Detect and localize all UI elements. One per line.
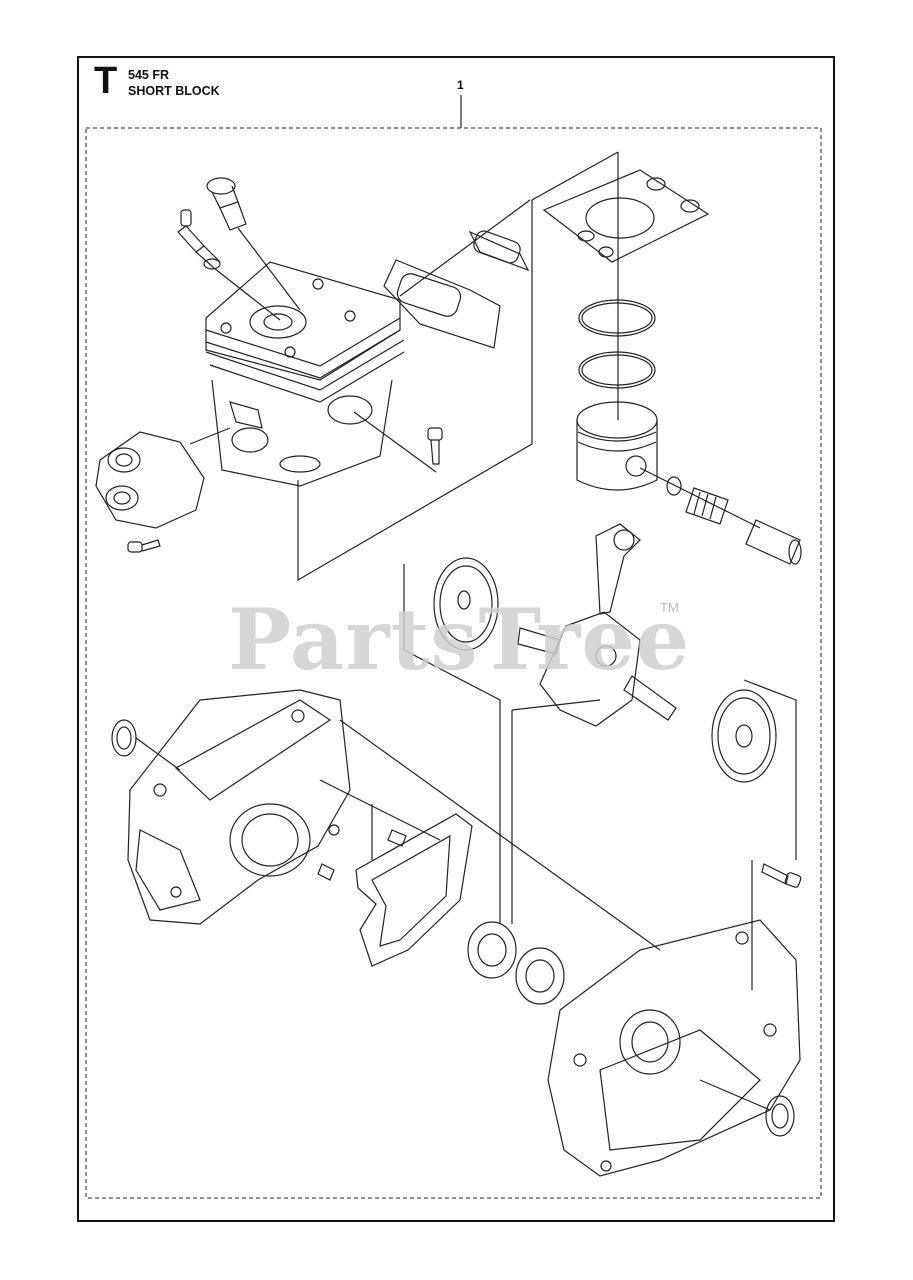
leader-line bbox=[353, 411, 437, 473]
leader-line bbox=[339, 719, 661, 951]
leader-line bbox=[743, 679, 797, 860]
crankcase-right[interactable] bbox=[547, 919, 801, 1177]
needle-bearing[interactable] bbox=[685, 487, 729, 525]
piston-ring-upper[interactable] bbox=[578, 299, 656, 337]
model-label: 545 FR bbox=[128, 68, 169, 82]
callout-number[interactable]: 1 bbox=[457, 78, 464, 92]
exhaust-gasket[interactable] bbox=[468, 229, 530, 272]
piston-circlip[interactable] bbox=[666, 476, 682, 496]
leader-line bbox=[699, 1079, 771, 1111]
decompression-valve[interactable] bbox=[206, 177, 247, 231]
flange-screw[interactable] bbox=[127, 539, 161, 553]
intake-manifold[interactable] bbox=[95, 431, 205, 529]
leader-line bbox=[237, 227, 301, 311]
leader-line bbox=[511, 699, 601, 924]
watermark: PartsTree bbox=[228, 590, 691, 689]
diagram-title: SHORT BLOCK bbox=[128, 84, 220, 98]
crank-washer-right[interactable] bbox=[711, 689, 777, 783]
guide-pin[interactable] bbox=[317, 863, 335, 881]
page-frame bbox=[77, 56, 835, 1222]
leader-line bbox=[639, 467, 761, 529]
leader-line bbox=[297, 151, 619, 582]
piston[interactable] bbox=[576, 401, 658, 491]
main-bearing[interactable] bbox=[467, 921, 517, 979]
guide-pin[interactable] bbox=[387, 829, 407, 847]
leader-line bbox=[403, 564, 501, 924]
piston-pin[interactable] bbox=[745, 519, 802, 565]
cylinder-screw[interactable] bbox=[427, 427, 443, 465]
leader-line bbox=[213, 267, 281, 321]
cylinder[interactable] bbox=[205, 261, 405, 487]
crankcase-left[interactable] bbox=[127, 689, 351, 925]
seal-ring-left[interactable] bbox=[111, 719, 137, 757]
leader-line bbox=[135, 737, 181, 771]
section-letter: T bbox=[94, 60, 118, 102]
crankcase-gasket[interactable] bbox=[355, 813, 473, 967]
leader-line bbox=[399, 199, 531, 297]
leader-line bbox=[189, 427, 231, 445]
crankshaft[interactable] bbox=[517, 523, 677, 727]
spark-plug[interactable] bbox=[177, 209, 221, 270]
piston-ring-lower[interactable] bbox=[578, 351, 656, 389]
trademark-symbol: TM bbox=[660, 600, 679, 615]
leader-line bbox=[319, 779, 441, 860]
main-bearing[interactable] bbox=[515, 947, 565, 1005]
cylinder-gasket[interactable] bbox=[542, 169, 710, 263]
seal-ring-right[interactable] bbox=[765, 1095, 795, 1137]
crank-washer-left[interactable] bbox=[433, 557, 499, 651]
crankcase-screw[interactable] bbox=[761, 863, 802, 888]
assembly-boundary bbox=[85, 127, 822, 1199]
intake-flange[interactable] bbox=[383, 259, 501, 349]
